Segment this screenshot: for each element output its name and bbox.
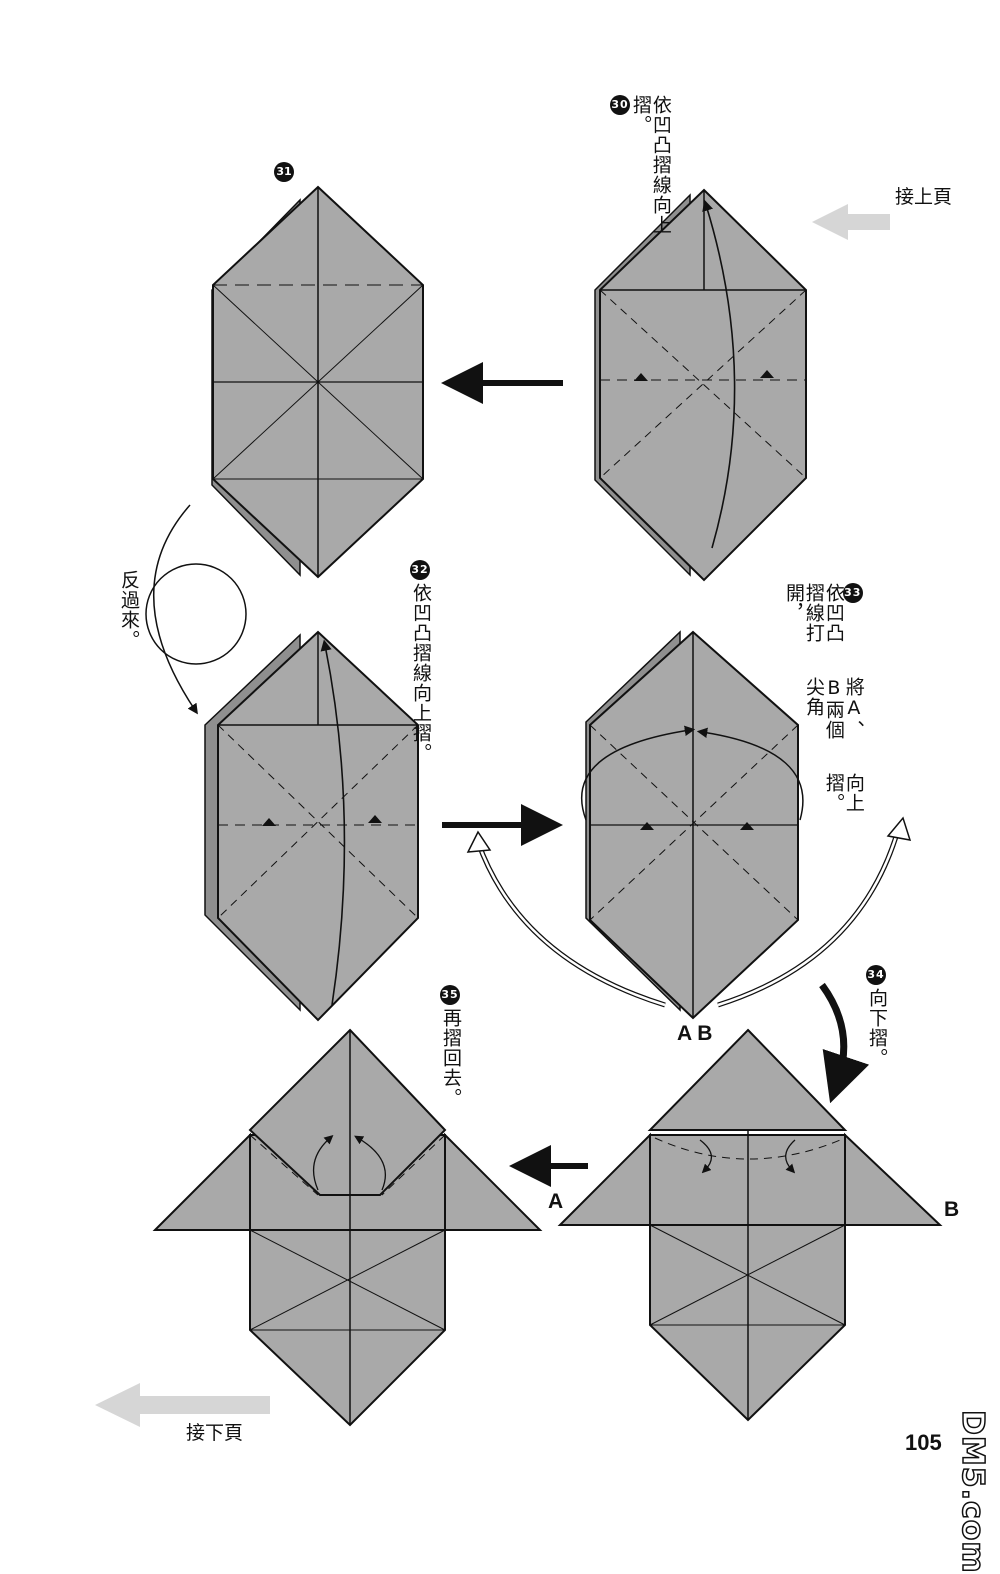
watermark-logo: DM5.com <box>954 1409 991 1574</box>
step-35-caption: 35 再摺回去。 <box>440 985 462 1125</box>
page-number: 105 <box>905 1430 942 1455</box>
step-34-caption: 34 向下摺。 <box>866 965 888 1105</box>
step-32-text: 依凹凸摺線向上摺。 <box>410 583 432 763</box>
step-35-figure <box>152 1028 543 1427</box>
step-34-text: 向下摺。 <box>866 988 888 1068</box>
step-31-number: 31 <box>274 162 294 182</box>
step-30-number: 30 <box>610 95 630 115</box>
flip-label: 反過來。 <box>117 570 140 650</box>
step-33-figure <box>466 630 912 1020</box>
step-35-text: 再摺回去。 <box>440 1008 462 1108</box>
prev-page-label[interactable]: 接上頁 <box>895 186 953 208</box>
flip-arrow <box>145 504 247 715</box>
label-a: A <box>548 1190 564 1213</box>
step-33-text-line3: 向上摺。 <box>822 773 865 813</box>
step-33-text-line1: 依凹凸摺線打開， <box>782 583 845 643</box>
step-32-figure <box>204 630 419 1022</box>
step-33-caption: 33 依凹凸摺線打開， 將A、B兩個尖角 向上摺。 <box>782 583 865 813</box>
step-33-number: 33 <box>842 583 863 603</box>
step-34-number: 34 <box>866 965 886 985</box>
step-31-caption: 31 <box>274 160 294 185</box>
label-b: B <box>944 1198 960 1221</box>
next-page-arrow-icon <box>95 1383 270 1427</box>
step-32-caption: 32 依凹凸摺線向上摺。 <box>410 560 432 790</box>
step-33-text-line2: 將A、B兩個尖角 <box>802 676 865 740</box>
step-30-caption: 30 依凹凸摺線向上摺。 <box>610 95 672 235</box>
label-a-b: A B <box>677 1022 713 1045</box>
arrow-33-to-34 <box>819 982 870 1104</box>
step-32-number: 32 <box>410 560 430 580</box>
step-35-number: 35 <box>440 985 460 1005</box>
step-30-text: 依凹凸摺線向上摺。 <box>629 95 672 235</box>
next-page-label[interactable]: 接下頁 <box>186 1422 244 1444</box>
step-30-figure <box>594 188 807 582</box>
step-34-figure <box>557 1028 943 1422</box>
step-31-figure <box>211 185 424 579</box>
prev-page-arrow-icon <box>812 204 890 240</box>
